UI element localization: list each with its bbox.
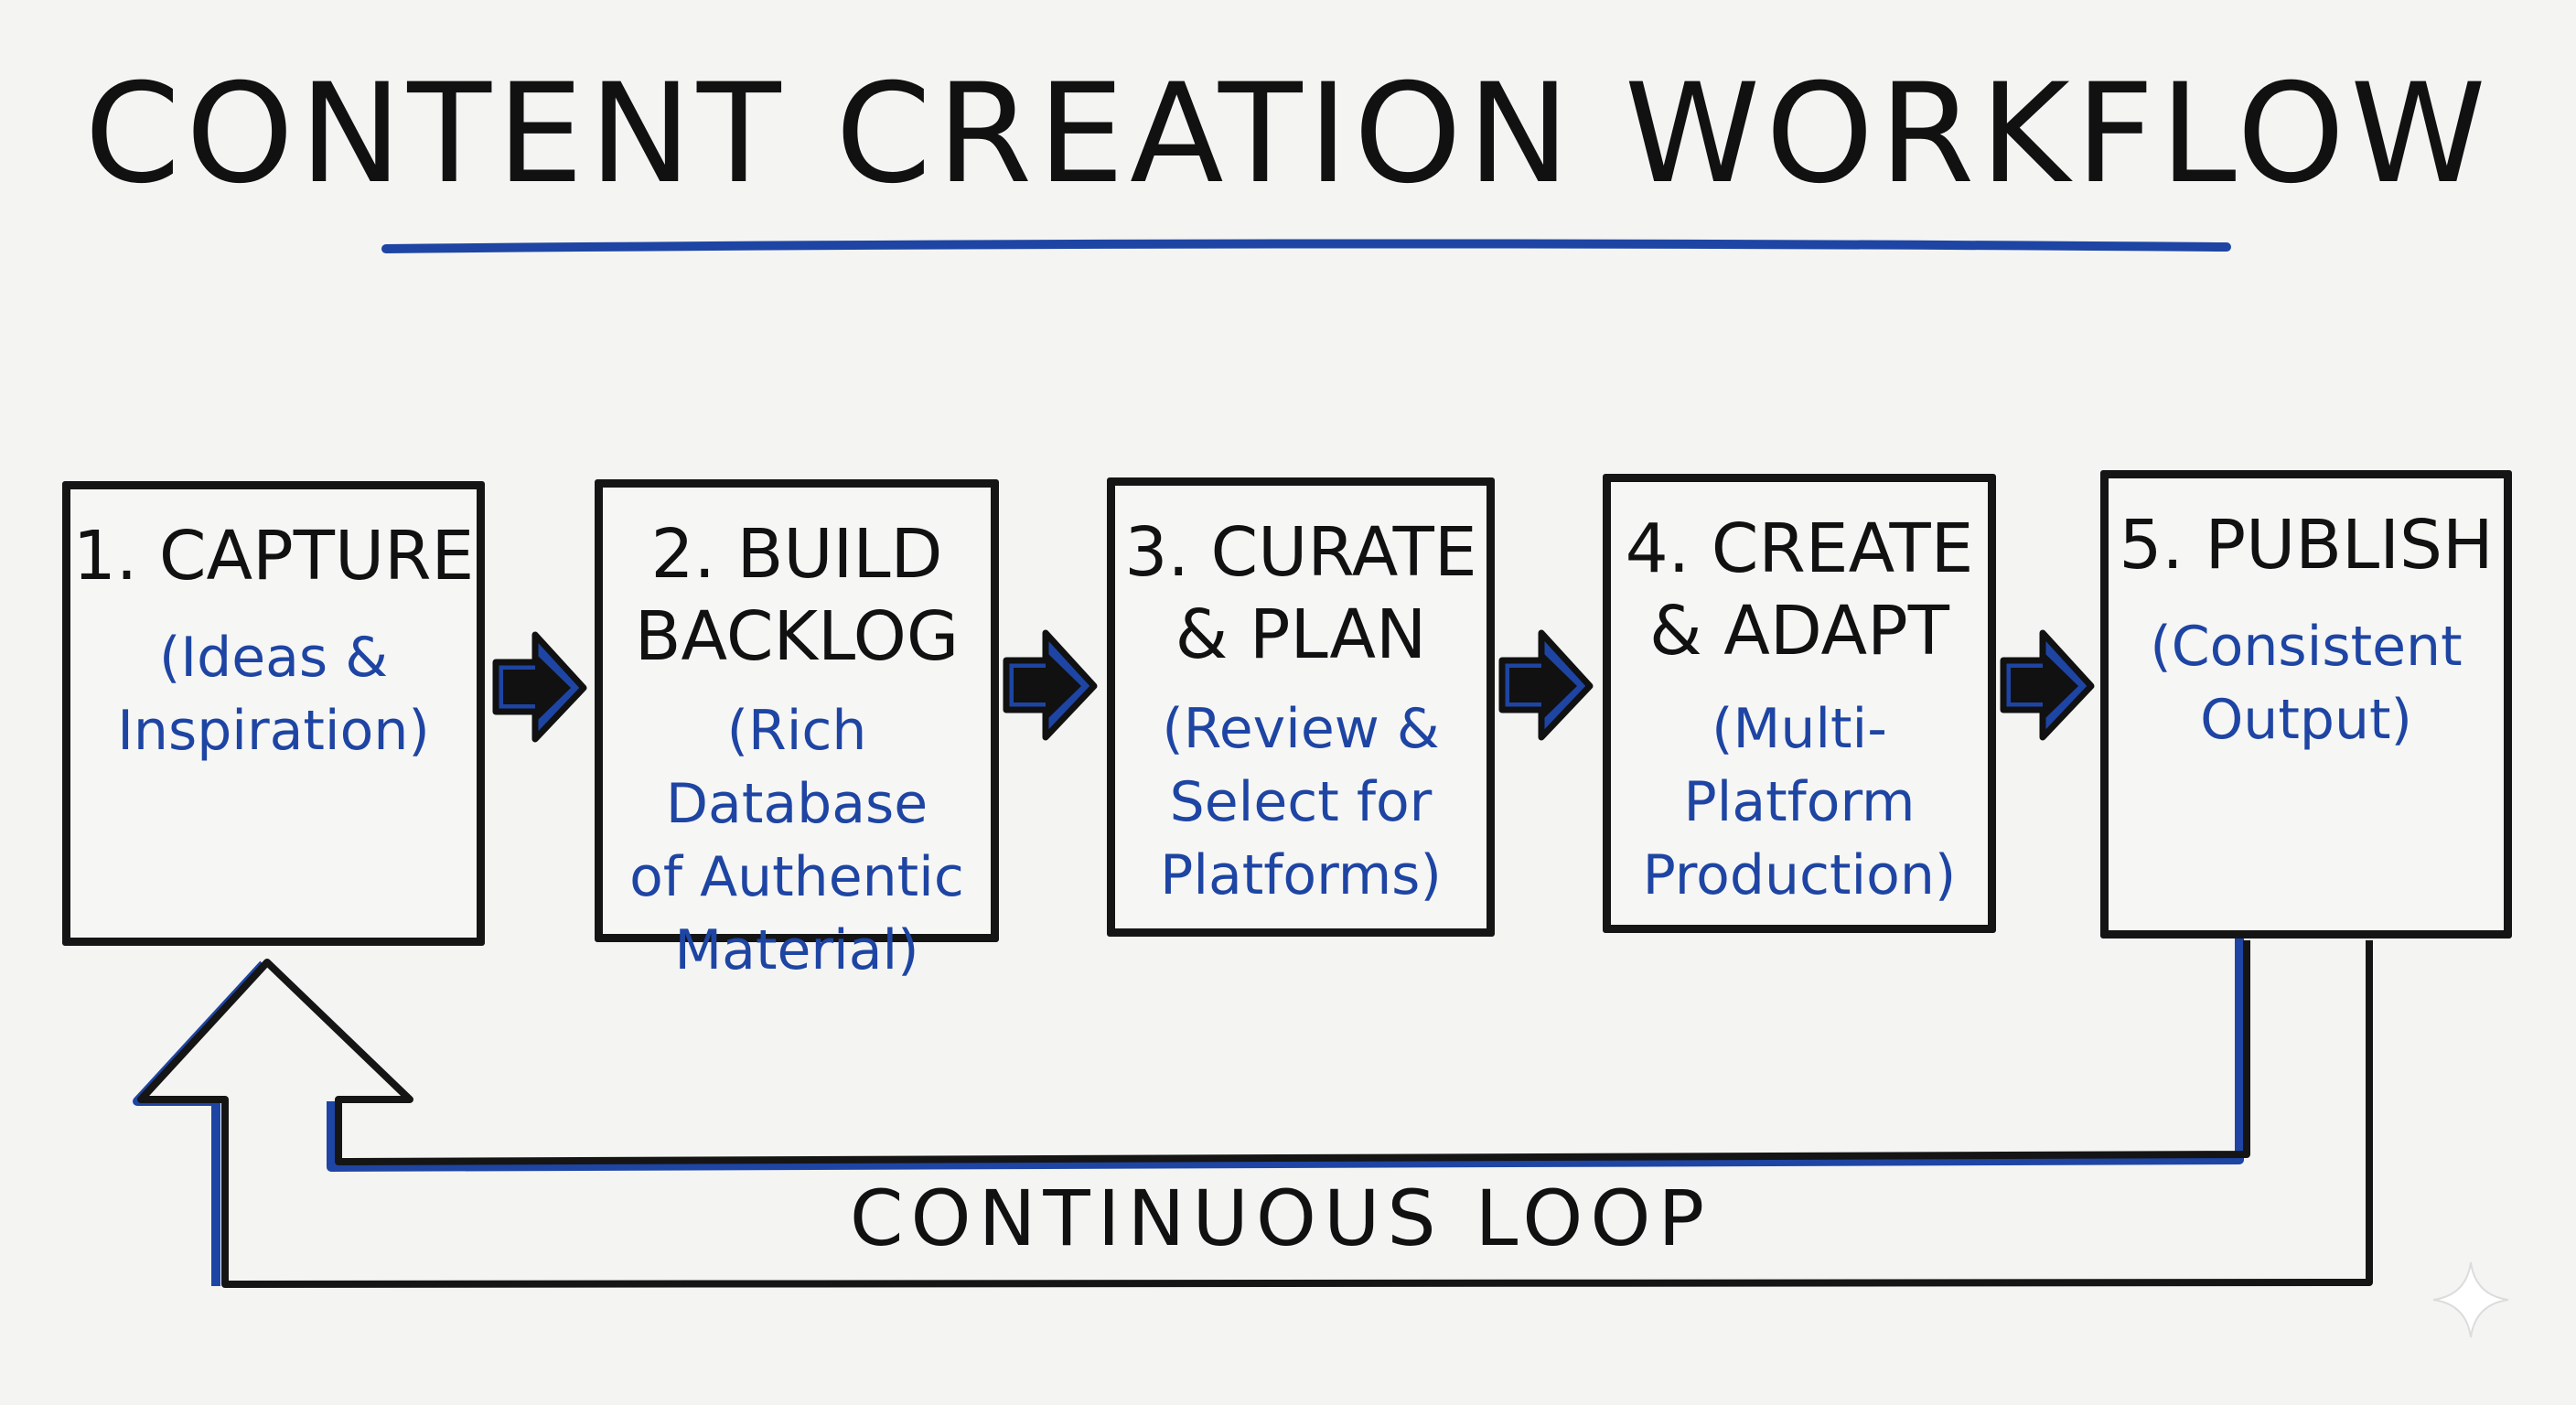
right-arrow-icon (492, 631, 587, 743)
step-create-adapt: 4. CREATE & ADAPT (Multi-Platform Produc… (1603, 474, 1996, 933)
sparkle-icon (2432, 1261, 2509, 1338)
step-curate-plan: 3. CURATE & PLAN (Review & Select for Pl… (1107, 477, 1495, 937)
step-publish: 5. PUBLISH (Consistent Output) (2100, 470, 2512, 938)
up-arrow-icon (133, 938, 2373, 1288)
step-description: (Review & Select for Platforms) (1160, 697, 1442, 907)
title-underline (381, 239, 2231, 253)
right-arrow-icon (2000, 629, 2095, 741)
step-description: (Multi-Platform Production) (1642, 697, 1957, 907)
right-arrow-icon (1498, 629, 1594, 741)
step-title: 1. CAPTURE (72, 517, 475, 595)
step-title: 3. CURATE & PLAN (1124, 513, 1477, 674)
right-arrow-icon (1003, 629, 1098, 741)
page-title: CONTENT CREATION WORKFLOW (84, 55, 2492, 214)
step-capture: 1. CAPTURE (Ideas & Inspiration) (62, 481, 485, 946)
step-title: 4. CREATE & ADAPT (1625, 509, 1974, 670)
step-title: 5. PUBLISH (2119, 506, 2494, 585)
step-build-backlog: 2. BUILD BACKLOG (Rich Database of Authe… (595, 479, 999, 982)
step-description: (Ideas & Inspiration) (117, 626, 430, 763)
step-description: (Rich Database of Authentic Material) (629, 699, 964, 982)
step-title: 2. BUILD BACKLOG (634, 515, 960, 676)
loop-label: CONTINUOUS LOOP (849, 1174, 1712, 1263)
step-description: (Consistent Output) (2150, 615, 2463, 752)
